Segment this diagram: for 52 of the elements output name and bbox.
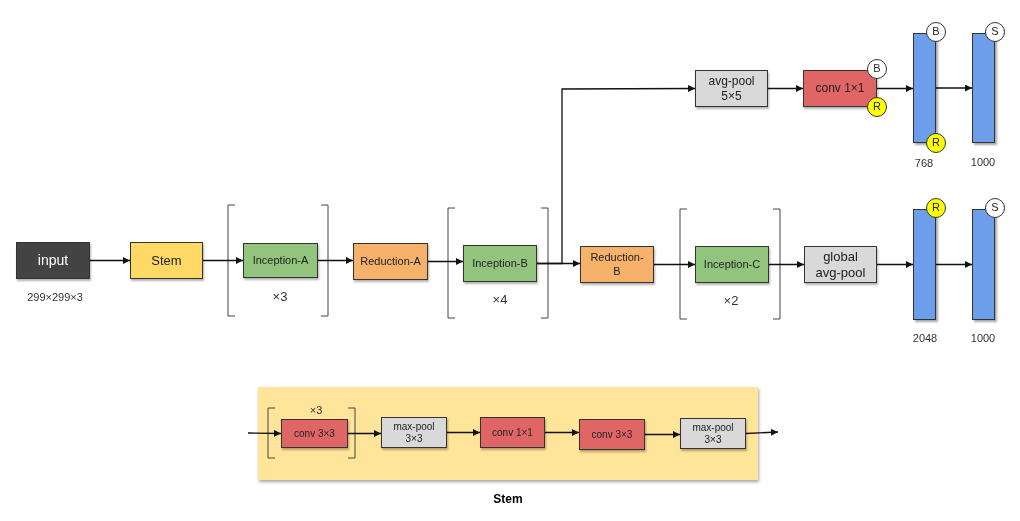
marker-circle: R <box>926 133 946 153</box>
dimension-label: 768 <box>914 157 934 169</box>
dense-layer-bar <box>972 33 995 143</box>
repeat-label: ×3 <box>309 404 323 416</box>
arrow <box>935 261 973 268</box>
layer-box: conv 1×1 <box>480 417 545 448</box>
arrow <box>935 84 973 92</box>
marker-circle: S <box>985 22 1005 42</box>
repeat-label: ×2 <box>723 293 739 308</box>
layer-box: conv 3×3 <box>579 419 645 450</box>
arrow <box>202 257 244 264</box>
arrow <box>347 430 382 437</box>
layer-box: Inception-A <box>243 243 318 278</box>
dimension-label: 1000 <box>970 332 996 344</box>
arrow <box>89 257 131 264</box>
marker-circle: R <box>926 198 946 218</box>
dimension-label: 1000 <box>970 156 996 168</box>
layer-box: conv 3×3 <box>281 419 348 448</box>
marker-circle: S <box>985 198 1005 218</box>
arrow <box>767 85 804 92</box>
arrow <box>247 429 282 437</box>
dense-layer-bar <box>913 209 936 320</box>
arrow <box>876 85 914 92</box>
layer-box: max-pool 3×3 <box>381 417 447 448</box>
arrow <box>536 85 696 265</box>
layer-box: input <box>16 242 90 279</box>
marker-circle: B <box>867 59 887 79</box>
repeat-label: ×4 <box>492 292 508 307</box>
layer-box: Reduction-B <box>580 246 654 283</box>
repeat-label: ×3 <box>272 289 288 304</box>
arrow <box>317 257 354 264</box>
dimension-label: 2048 <box>912 332 938 344</box>
panel-title: Stem <box>493 492 523 506</box>
arrow <box>768 261 805 268</box>
layer-box: Stem <box>130 242 203 279</box>
arrow <box>644 431 681 438</box>
arrow <box>745 428 779 436</box>
dimension-label: 299×299×3 <box>27 291 83 303</box>
arrow <box>544 429 580 436</box>
marker-circle: R <box>867 97 887 117</box>
dense-layer-bar <box>972 209 995 320</box>
layer-box: avg-pool 5×5 <box>695 70 768 107</box>
layer-box: max-pool 3×3 <box>680 418 746 449</box>
arrow <box>427 258 464 265</box>
layer-box: Inception-C <box>695 246 769 283</box>
layer-box: global avg-pool <box>804 246 877 283</box>
layer-box: Inception-B <box>463 245 537 282</box>
layer-box: Reduction-A <box>353 243 428 280</box>
arrow <box>653 261 696 268</box>
arrow <box>876 261 914 268</box>
arrow <box>446 429 481 436</box>
marker-circle: B <box>926 22 946 42</box>
